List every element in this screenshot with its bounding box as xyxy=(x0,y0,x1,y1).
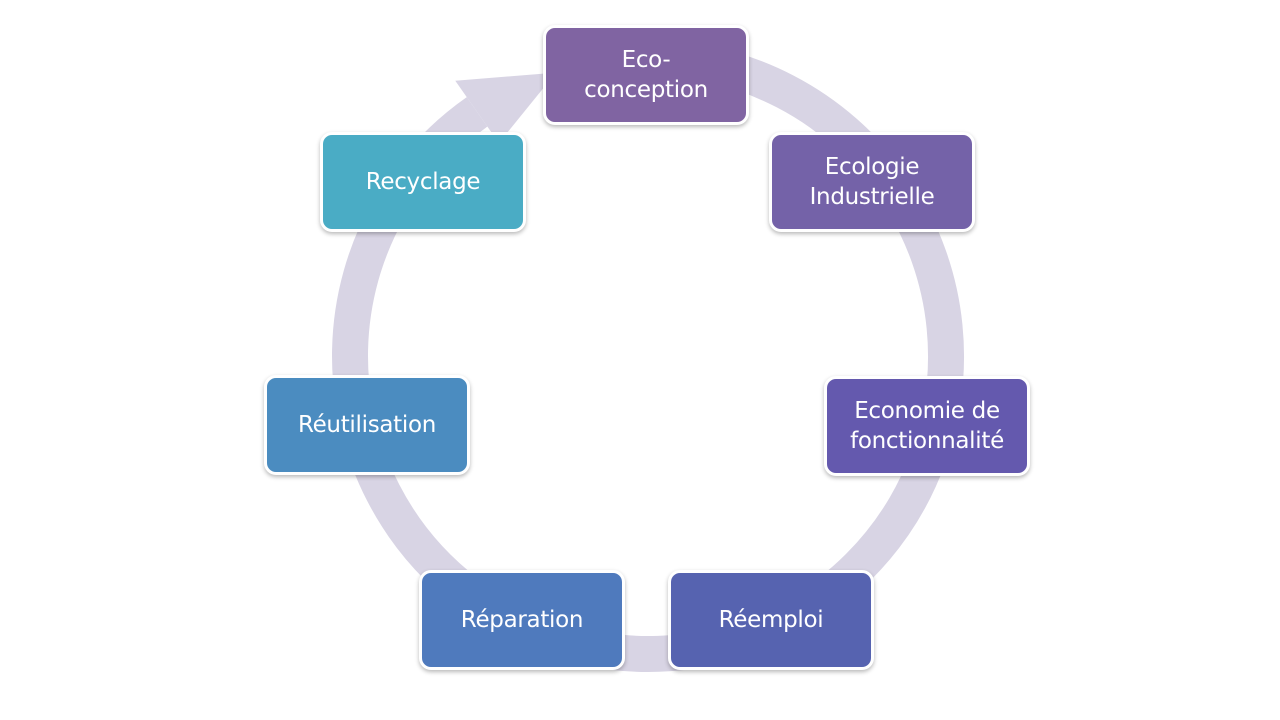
node-reutilisation[interactable]: Réutilisation xyxy=(264,375,470,475)
node-label: Réemploi xyxy=(718,607,824,633)
node-eco-conception[interactable]: Eco- conception xyxy=(543,25,749,125)
node-economie-de-fonctionnalite[interactable]: Economie de fonctionnalité xyxy=(824,376,1030,476)
node-recyclage[interactable]: Recyclage xyxy=(320,132,526,232)
node-label: Eco- conception xyxy=(584,47,708,103)
node-label: Economie de fonctionnalité xyxy=(850,398,1004,454)
node-ecologie-industrielle[interactable]: Ecologie Industrielle xyxy=(769,132,975,232)
node-reemploi[interactable]: Réemploi xyxy=(668,570,874,670)
arrowhead-icon xyxy=(455,72,556,144)
node-label: Réparation xyxy=(460,607,584,633)
node-label: Réutilisation xyxy=(297,412,437,438)
node-label: Recyclage xyxy=(365,169,481,195)
node-label: Ecologie Industrielle xyxy=(809,154,935,210)
node-reparation[interactable]: Réparation xyxy=(419,570,625,670)
